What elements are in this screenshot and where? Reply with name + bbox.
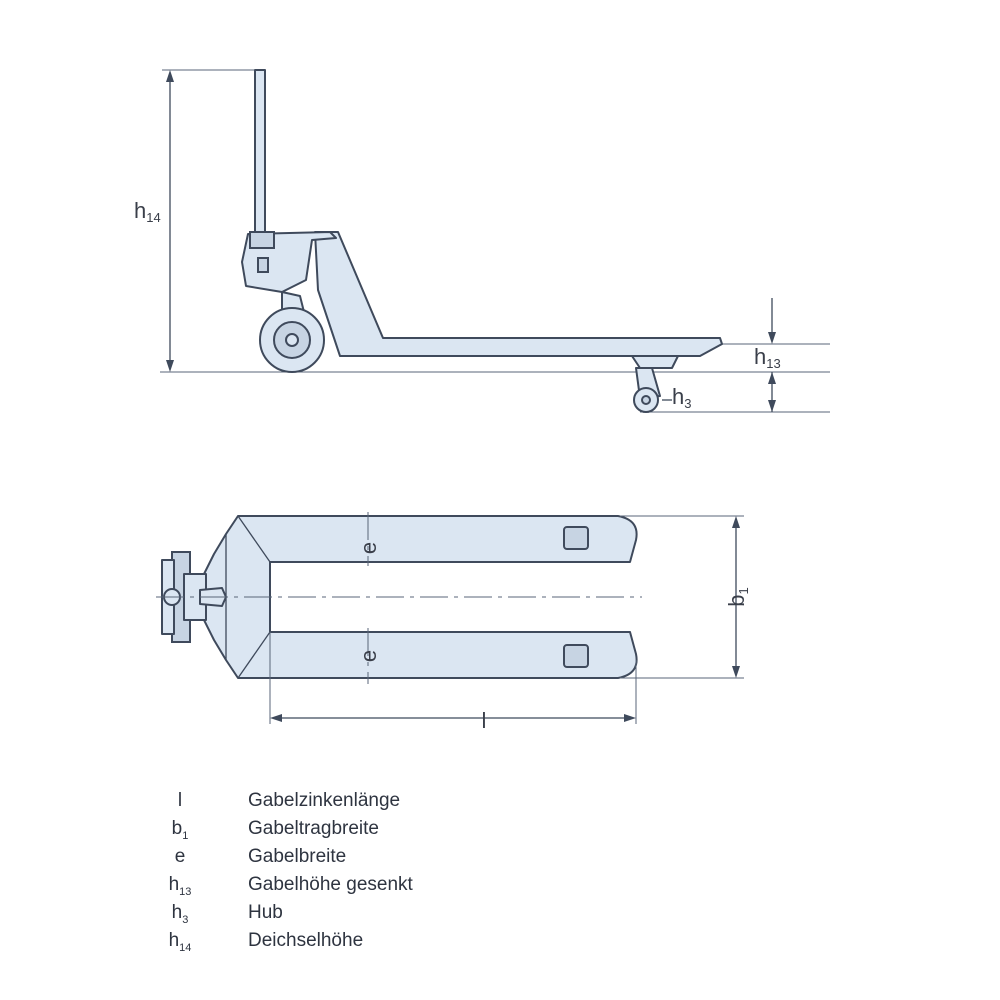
top-view: e e b1 l: [156, 512, 751, 733]
legend-symbol: e: [174, 846, 186, 867]
chassis-and-forks: [199, 515, 638, 679]
legend-row: h13 Gabelhöhe gesenkt: [150, 874, 413, 902]
h3-arrow-bottom: [768, 400, 776, 412]
e-label-bottom: e: [356, 650, 381, 662]
b1-arrow-bottom: [732, 666, 740, 678]
h13-label: h13: [754, 344, 781, 371]
load-roller-axle: [641, 395, 651, 405]
drawbar-handle: [254, 69, 266, 237]
b1-arrow-top: [732, 516, 740, 528]
legend-symbol: l: [177, 790, 183, 811]
h14-arrow-top: [166, 70, 174, 82]
l-label: l: [482, 708, 487, 733]
legend-description: Gabeltragbreite: [248, 818, 379, 839]
legend-description: Gabelzinkenlänge: [248, 790, 401, 811]
legend-description: Gabelhöhe gesenkt: [248, 874, 413, 895]
b1-label: b1: [724, 587, 751, 606]
e-label-top: e: [356, 542, 381, 554]
steering-wheel-axle: [285, 333, 299, 347]
h3-label: h3: [672, 384, 691, 411]
h3-arrow-top: [768, 372, 776, 384]
legend: l Gabelzinkenlänge b1 Gabeltragbreite e …: [150, 790, 413, 958]
legend-row: h3 Hub: [150, 902, 413, 930]
legend-description: Gabelbreite: [248, 846, 347, 867]
h14-label: h14: [134, 198, 161, 225]
legend-symbol: b1: [171, 818, 189, 842]
legend-description: Deichselhöhe: [248, 930, 364, 951]
l-arrow-left: [270, 714, 282, 722]
legend-row: l Gabelzinkenlänge: [150, 790, 413, 818]
legend-row: e Gabelbreite: [150, 846, 413, 874]
fork-arm: [314, 231, 723, 357]
legend-description: Hub: [248, 902, 283, 923]
chassis-edge-bottom: [237, 631, 271, 679]
l-arrow-right: [624, 714, 636, 722]
pump-lever: [257, 257, 269, 273]
pump-valve: [249, 231, 275, 249]
legend-symbol: h14: [168, 930, 192, 954]
chassis-edge-top: [237, 515, 271, 563]
side-view: h14 h13 h3: [134, 69, 830, 413]
legend-symbol: h13: [168, 874, 192, 898]
roller-bracket: [631, 355, 679, 369]
legend-row: b1 Gabeltragbreite: [150, 818, 413, 846]
h13-arrow: [768, 332, 776, 344]
legend-symbol: h3: [171, 902, 189, 926]
roller-pad-bottom: [563, 644, 589, 668]
roller-pad-top: [563, 526, 589, 550]
legend-row: h14 Deichselhöhe: [150, 930, 413, 958]
h14-arrow-bottom: [166, 360, 174, 372]
